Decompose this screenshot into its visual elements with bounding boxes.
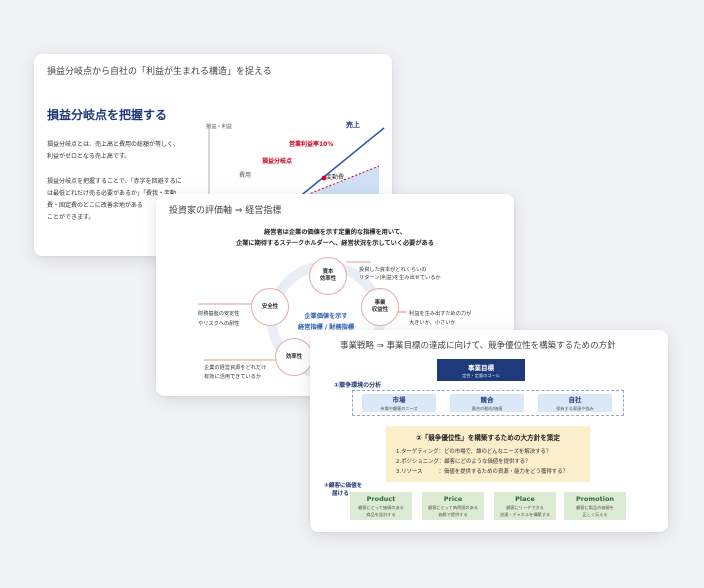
fourp-product: Product 顧客にとって価値のある 商品を設計する	[350, 492, 412, 520]
fourp-place: Place 顧客にリーチできる 流通・チャネルを構築する	[494, 492, 556, 520]
circle-capital-efficiency: 資本効率性	[309, 257, 347, 295]
chart-variable-cost-label: 変動費	[326, 174, 345, 181]
chart-y-label: 損益・利益	[206, 124, 232, 130]
chart-profit-rate-label: 営業利益率10%	[289, 141, 334, 148]
circle-profitability: 事業収益性	[361, 288, 399, 326]
env-market: 市場 市場や顧客のニーズ	[362, 394, 436, 412]
center-line1: 企業価値を示す	[304, 313, 348, 320]
note-bottom-line1: 企業の経営資源をどれだけ	[204, 365, 267, 371]
env-competitor: 競合 競合の動向/価値	[450, 394, 524, 412]
policy-line1: 1.ターゲティング：どの市場で、誰のどんなニーズを解決する？	[396, 449, 552, 455]
slide1-header: 損益分岐点から自社の「利益が生まれる構造」を捉える	[47, 67, 272, 77]
goal-title: 事業目標	[468, 363, 494, 372]
policy-box: ②「競争優位性」を構築するための大方針を策定 1.ターゲティング：どの市場で、誰…	[386, 426, 590, 482]
note-bottom-line2: 有効に活用できているか	[204, 374, 262, 380]
slide1-para2-line2: は最低どれだけ売る必要があるか」「費我・変動	[47, 190, 177, 197]
section1-label: ①競争環境の分析	[334, 382, 382, 389]
note-left-line2: やリスクへの耐性	[198, 321, 240, 327]
slide1-para2-line3: 費・固定費のどこに改善余地がある	[47, 202, 143, 209]
policy-line2: 2.ポジショニング：顧客にどのような価値を提供する？	[396, 459, 531, 465]
env-self: 自社 保有する資源や強み	[538, 394, 612, 412]
profit-point	[321, 175, 327, 181]
slide2-lead-line1: 経営者は企業の価値を示す定量的な指標を用いて、	[264, 229, 406, 236]
fourp-promotion: Promotion 顧客に製品の価値を 正しく伝える	[564, 492, 626, 520]
circle-efficiency: 効率性	[275, 338, 313, 376]
circle-safety: 安全性	[251, 288, 289, 326]
center-line2: 経営指標 / 財務指標	[297, 324, 355, 331]
note-left-line1: 財務基盤の安定性	[198, 311, 240, 317]
chart-cost-label: 費用	[239, 172, 252, 179]
slide1-para1-line1: 損益分岐点とは、売上高と費用の総額が等しく、	[47, 141, 180, 148]
policy-title: ②「競争優位性」を構築するための大方針を策定	[415, 434, 561, 442]
slide-business-strategy[interactable]: 事業戦略 ⇒ 事業目標の達成に向けて、競争優位性を構築するための方針 事業目標 …	[310, 330, 668, 532]
fourp-price: Price 顧客にとって納得感のある 価格で提供する	[422, 492, 484, 520]
slide1-para2-line1: 損益分岐点を把握することで、「赤字を回避するに	[47, 178, 182, 185]
slide2-header: 投資家の評価軸 ⇒ 経営指標	[169, 206, 282, 216]
slide1-para1-line2: 利益がゼロとなる売上高です。	[47, 153, 131, 160]
goal-desc: 定性・定量のゴール	[462, 372, 500, 378]
note-right-line2: 大きいか、小さいか	[409, 320, 456, 326]
chart-sales-label: 売上	[346, 121, 360, 129]
note-top-line2: リターン(利益)を生み出せているか	[359, 275, 441, 281]
goal-box: 事業目標 定性・定量のゴール	[437, 359, 525, 381]
section3-line1: ③顧客に価値を	[324, 483, 363, 489]
slide3-header: 事業戦略 ⇒ 事業目標の達成に向けて、競争優位性を構築するための方針	[340, 341, 616, 351]
note-top-line1: 投資した資本がどれくらいの	[359, 267, 427, 273]
note-right-line1: 利益を生み出すための力が	[409, 311, 472, 317]
slide2-lead-line2: 企業に期待するステークホルダーへ、経営状況を示していく必要がある	[236, 240, 434, 247]
section3-line2: 届ける	[332, 491, 349, 497]
chart-bep-label: 損益分岐点	[262, 158, 293, 165]
slide1-heading: 損益分岐点を把握する	[47, 108, 168, 122]
env-frame	[352, 390, 624, 416]
policy-line3: 3.リソース ：価値を提供するための資源・能力をどう獲得する？	[396, 469, 568, 475]
slide1-para2-line4: ことができます。	[47, 214, 95, 221]
